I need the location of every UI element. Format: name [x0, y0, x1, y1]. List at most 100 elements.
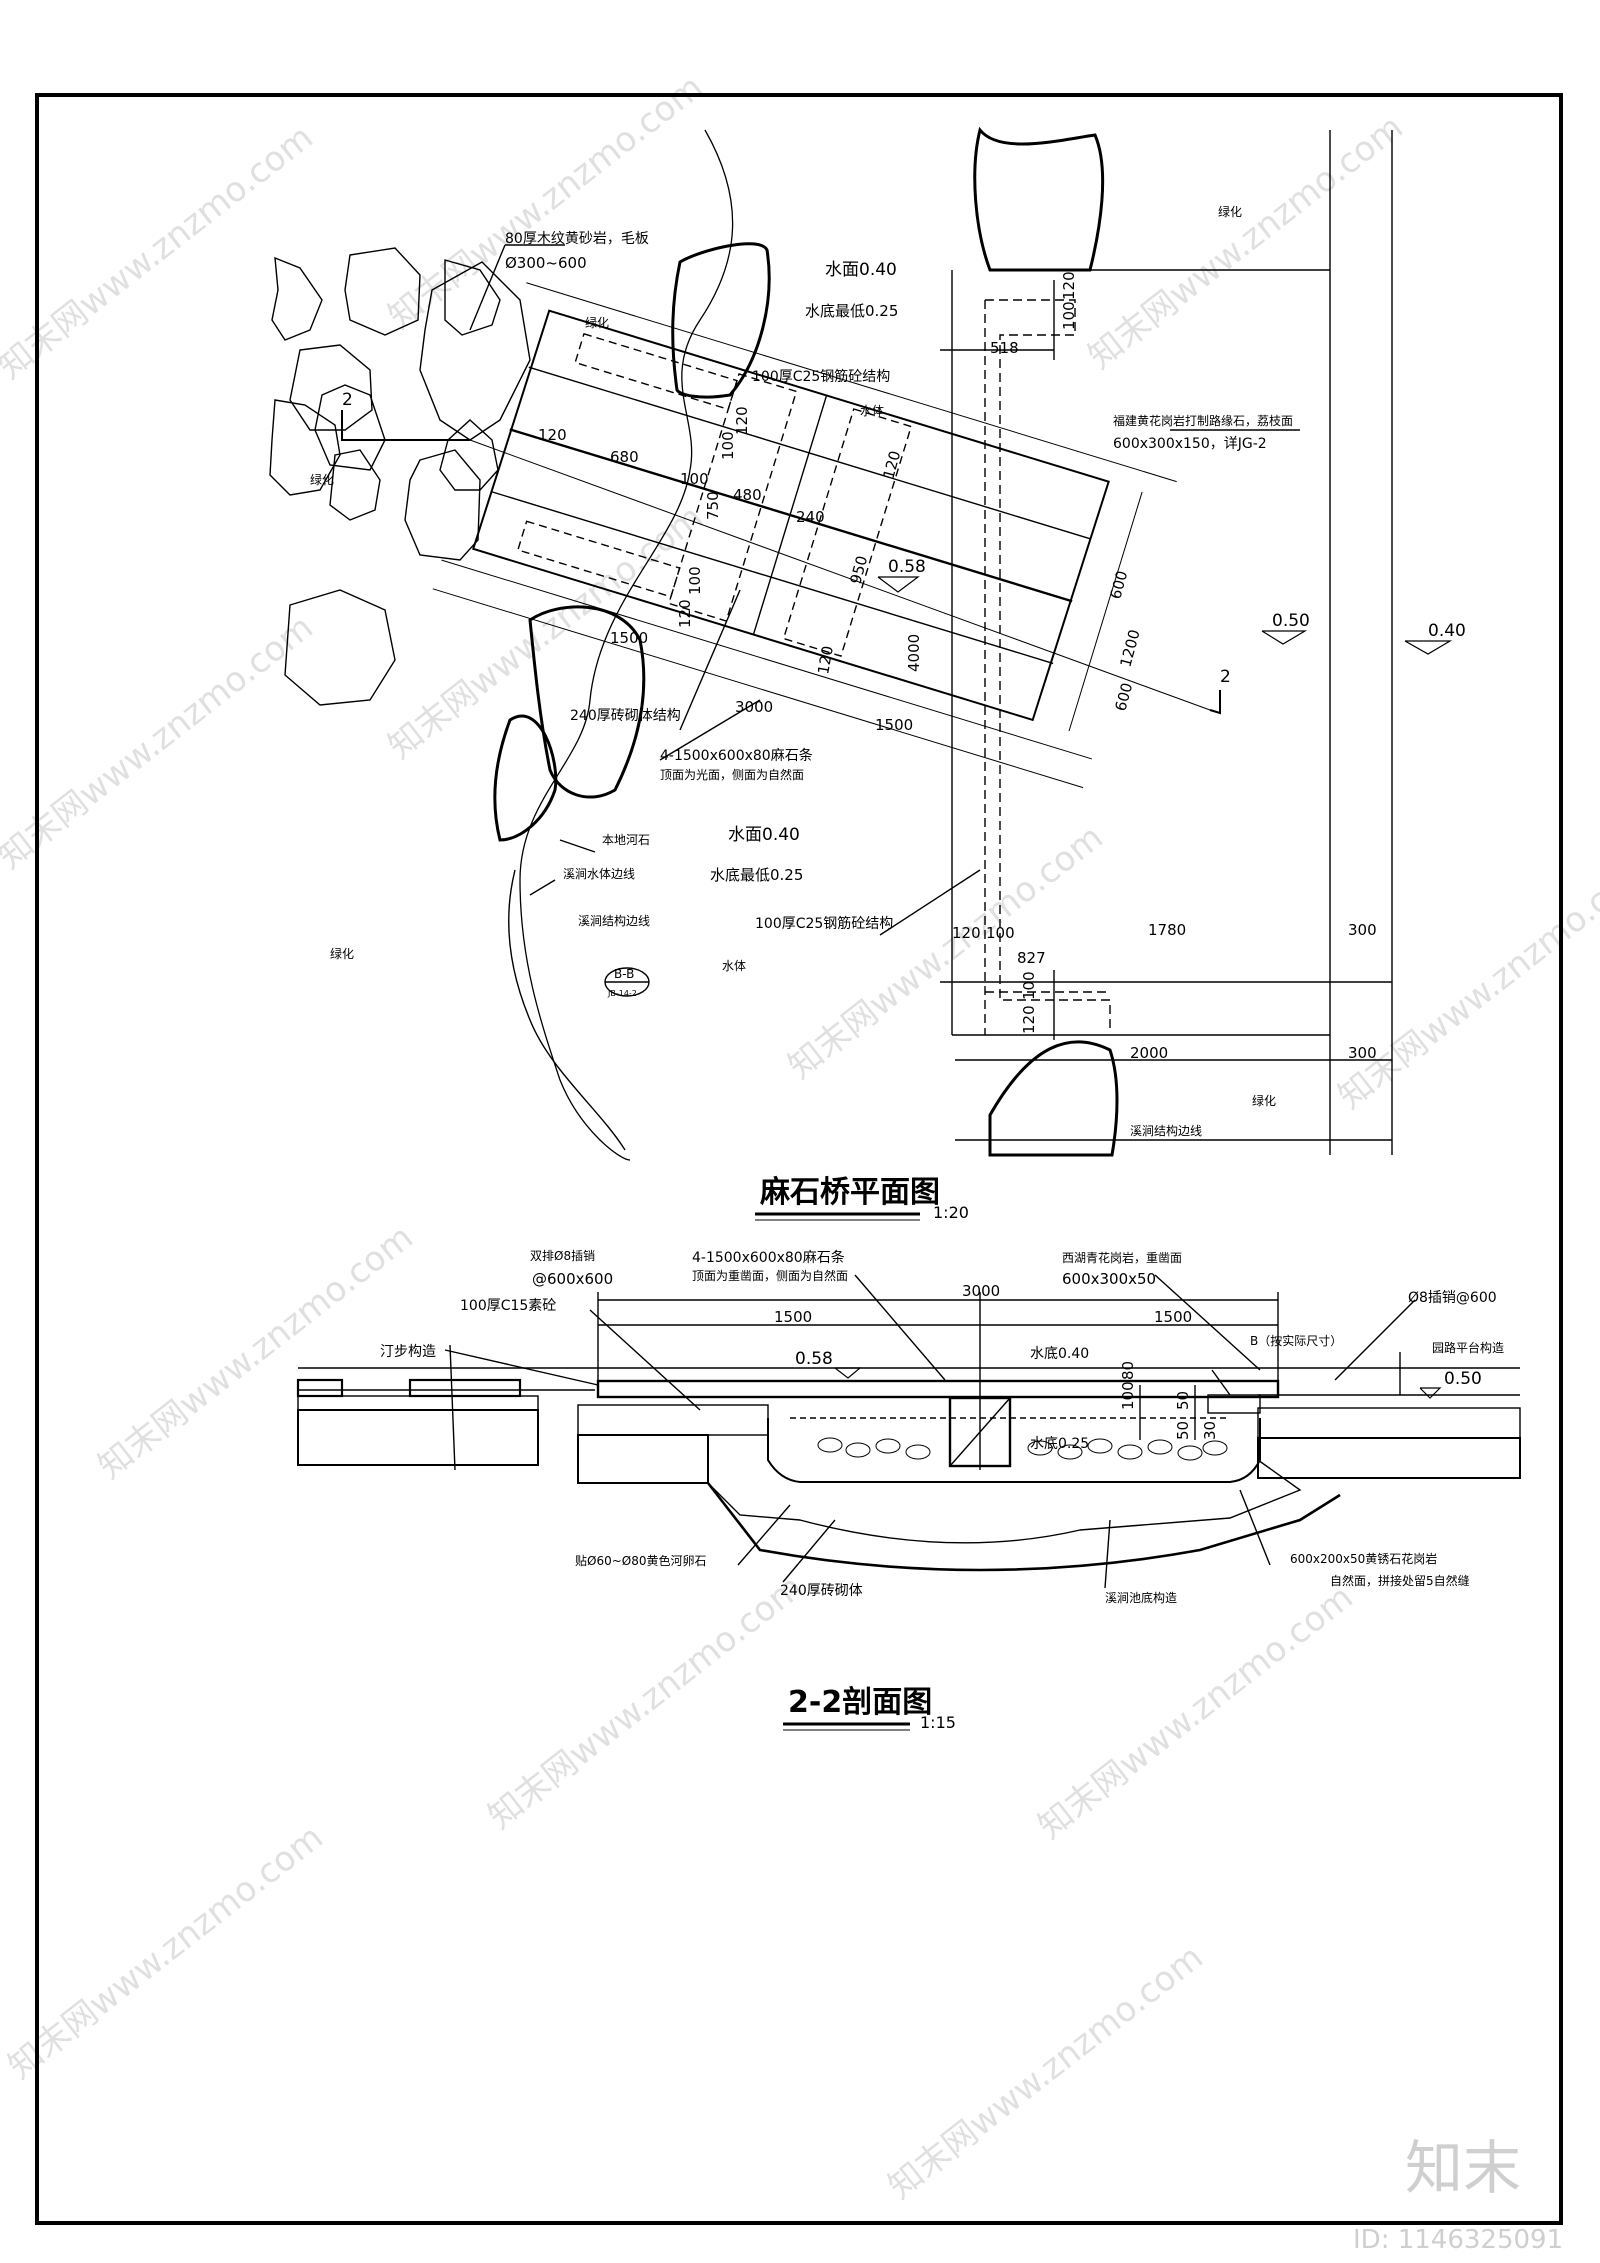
dim-text: 3000 — [962, 1282, 1000, 1300]
ref-bubble-top: B-B — [614, 967, 634, 981]
section-mark: 2 — [1220, 667, 1231, 687]
dim-text: 30 — [1201, 1421, 1219, 1440]
watermark-text: 知末网www.znzmo.com — [381, 497, 711, 767]
level-mark: 0.50 — [1444, 1369, 1482, 1389]
label-water-level: 水面0.40 — [825, 260, 897, 280]
label-anchor: 双排Ø8插销 — [530, 1249, 595, 1263]
dim-text: 100 — [1020, 971, 1038, 1000]
dim-text: 827 — [1017, 949, 1046, 967]
dim-text: 100 — [1119, 1381, 1137, 1410]
plan-title: 麻石桥平面图 — [760, 1175, 940, 1210]
dim-text: 120 — [676, 599, 694, 628]
plan-scale: 1:20 — [933, 1203, 969, 1222]
label-water-bottom: 水底最低0.25 — [805, 302, 898, 320]
watermark-text: 知末网www.znzmo.com — [1, 1817, 331, 2087]
label-b-note: B（按实际尺寸） — [1250, 1333, 1342, 1348]
bridge-plan — [269, 126, 1393, 1161]
dim-text: 300 — [1348, 921, 1377, 939]
label-green: 绿化 — [330, 946, 354, 961]
dim-text: 1500 — [610, 629, 648, 647]
label-slab: 4-1500x600x80麻石条 — [660, 747, 813, 764]
dim-text: 120 — [733, 406, 751, 435]
watermark-text: 知末网www.znzmo.com — [781, 817, 1111, 1087]
dim-text: 120 — [879, 449, 904, 481]
label-pond: 溪涧池底构造 — [1105, 1590, 1177, 1605]
watermark-text: 知末网www.znzmo.com — [1031, 1577, 1361, 1847]
dim-text: 600 — [1106, 569, 1131, 601]
label-slab: 4-1500x600x80麻石条 — [692, 1249, 845, 1266]
bridge-deck — [432, 282, 1177, 789]
label-water-body: 水体 — [860, 404, 884, 418]
dim-text: 1500 — [875, 716, 913, 734]
level-mark: 0.58 — [888, 557, 926, 577]
label-pin: Ø8插销@600 — [1408, 1290, 1497, 1306]
label-slab-finish: 顶面为重凿面，侧面为自然面 — [692, 1268, 848, 1283]
sheet-border — [35, 93, 1563, 2225]
dim-text: 680 — [610, 448, 639, 466]
section-scale: 1:15 — [920, 1713, 956, 1732]
dim-text: 120 — [952, 924, 981, 942]
plan-annotations: 80厚木纹黄砂岩，毛板 Ø300~600 绿化 绿化 绿化 绿化 绿化 水面0.… — [310, 204, 1466, 1138]
dim-text: 100 — [1060, 301, 1078, 330]
label-west-lake-size: 600x300x50 — [1062, 1270, 1156, 1288]
dim-text: 50 — [1174, 1421, 1192, 1440]
label-water-bottom: 水底0.25 — [1030, 1436, 1089, 1452]
label-anchor-spacing: @600x600 — [532, 1270, 613, 1288]
label-stone-top: 80厚木纹黄砂岩，毛板 — [505, 230, 649, 247]
label-concrete: 100厚C25钢筋砼结构 — [752, 368, 890, 385]
section-annotations: 双排Ø8插销 @600x600 4-1500x600x80麻石条 顶面为重凿面，… — [380, 1249, 1504, 1605]
label-brick: 240厚砖砌体 — [780, 1583, 863, 1599]
dim-text: 3000 — [735, 698, 773, 716]
label-concrete: 100厚C25钢筋砼结构 — [755, 915, 893, 932]
level-mark: 0.50 — [1272, 611, 1310, 631]
section-title: 2-2剖面图 — [788, 1685, 932, 1720]
label-garden: 园路平台构造 — [1432, 1340, 1504, 1355]
label-stone-dia: Ø300~600 — [505, 254, 587, 272]
level-mark: 0.58 — [795, 1349, 833, 1369]
label-stepping: 汀步构造 — [380, 1344, 436, 1360]
label-paving-note: 福建黄花岗岩打制路缘石，荔枝面 — [1113, 413, 1293, 428]
dim-text: 1500 — [774, 1308, 812, 1326]
watermark-text: 知末网www.znzmo.com — [881, 1937, 1211, 2207]
label-granite: 600x200x50黄锈石花岗岩 — [1290, 1551, 1437, 1566]
level-mark: 0.40 — [1428, 621, 1466, 641]
dim-text: 50 — [1174, 1391, 1192, 1410]
label-pebble: 贴Ø60~Ø80黄色河卵石 — [575, 1554, 707, 1568]
label-stream-edge: 溪涧水体边线 — [563, 867, 635, 881]
label-water-bottom: 水底最低0.25 — [710, 866, 803, 884]
label-water-level: 水面0.40 — [728, 825, 800, 845]
label-granite-finish: 自然面，拼接处留5自然缝 — [1330, 1573, 1470, 1588]
label-water-level: 水底0.40 — [1030, 1346, 1089, 1362]
label-green: 绿化 — [1218, 204, 1242, 219]
dim-text: 80 — [1119, 1361, 1137, 1380]
label-c15: 100厚C15素砼 — [460, 1298, 556, 1314]
dim-text: 1780 — [1148, 921, 1186, 939]
label-green: 绿化 — [1252, 1093, 1276, 1108]
dim-text: 518 — [990, 339, 1019, 357]
ref-bubble-bottom: JB-14-2 — [607, 989, 637, 998]
dim-text: 480 — [733, 486, 762, 504]
dim-text: 240 — [796, 508, 825, 526]
dim-text: 2000 — [1130, 1044, 1168, 1062]
label-local-stone: 本地河石 — [602, 833, 650, 847]
lawn-stones — [269, 247, 531, 706]
dim-text: 100 — [680, 470, 709, 488]
label-green: 绿化 — [585, 315, 609, 330]
dim-text: 120 — [1060, 271, 1078, 300]
dim-text: 600 — [1111, 681, 1136, 713]
brand-id: ID: 1146325091 — [1353, 2225, 1563, 2255]
label-slab-finish: 顶面为光面，侧面为自然面 — [660, 767, 804, 782]
label-green: 绿化 — [310, 472, 334, 487]
dim-text: 100 — [986, 924, 1015, 942]
dim-text: 1500 — [1154, 1308, 1192, 1326]
dim-text: 120 — [814, 644, 837, 675]
watermark-text: 知末网www.znzmo.com — [481, 1567, 811, 1837]
watermark-text: 知末网www.znzmo.com — [91, 1217, 421, 1487]
watermark-text: 知末网www.znzmo.com — [0, 117, 321, 387]
label-stream-struct: 溪涧结构边线 — [1130, 1123, 1202, 1138]
label-west-lake: 西湖青花岗岩，重凿面 — [1062, 1250, 1182, 1265]
dim-text: 100 — [719, 431, 737, 460]
brand-watermark: 知末 — [1405, 2134, 1521, 2202]
section-drawing — [296, 1274, 1521, 1589]
